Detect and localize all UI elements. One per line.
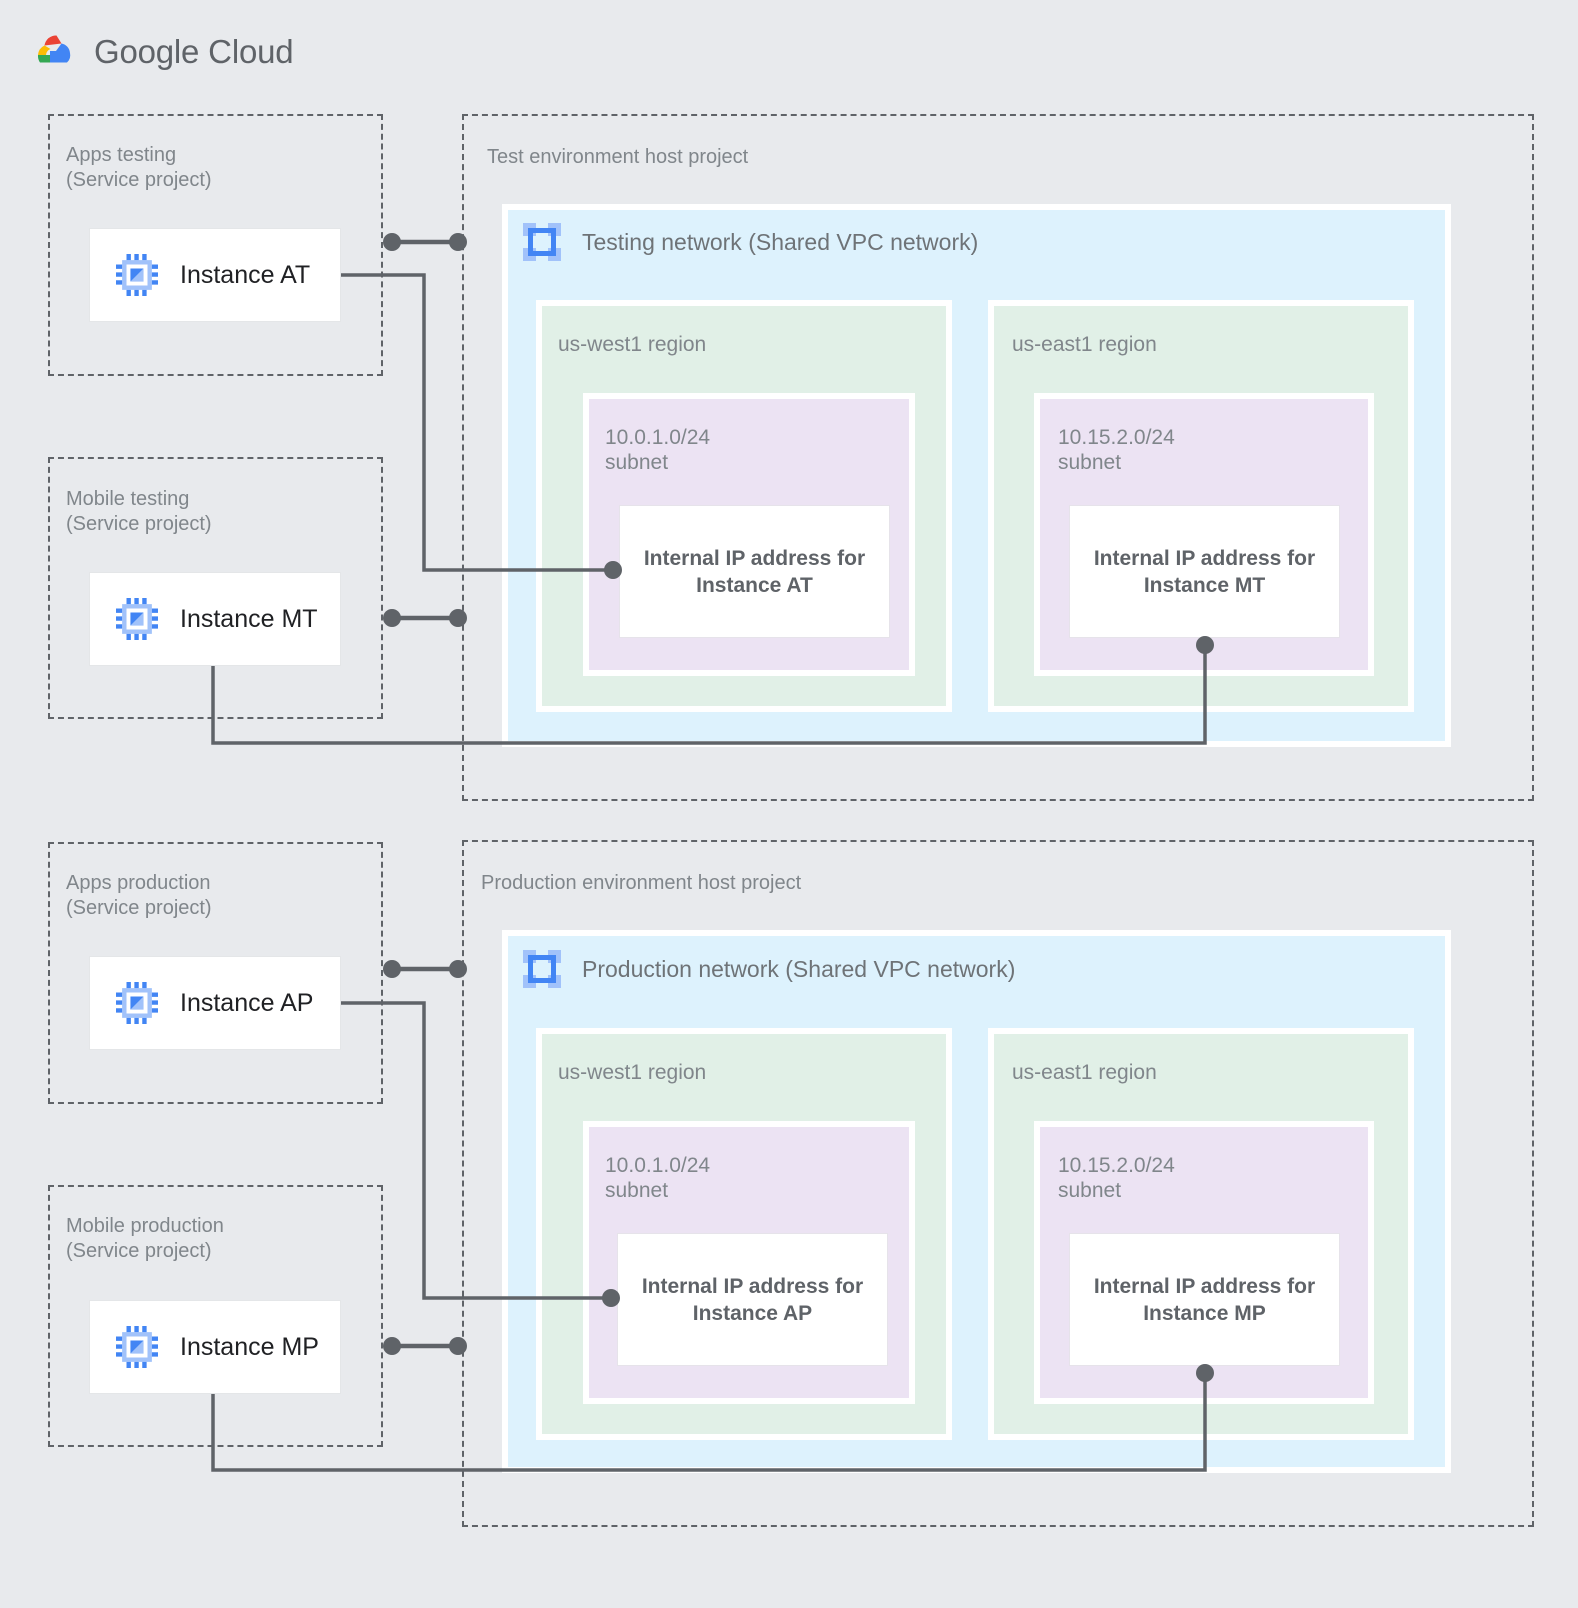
- vm-card-instance-ap[interactable]: Instance AP: [89, 956, 341, 1050]
- host-project-production-environment-label: Production environment host project: [481, 872, 802, 894]
- subnet-10-15-2-0-production-label: 10.15.2.0/24 subnet: [1058, 1154, 1175, 1202]
- compute-instance-icon: [116, 982, 158, 1024]
- vm-card-instance-mt[interactable]: Instance MT: [89, 572, 341, 666]
- vpc-network-icon: [523, 950, 561, 988]
- service-project-apps-testing-label: Apps testing (Service project): [66, 144, 212, 191]
- google-cloud-logo-icon: [37, 35, 71, 63]
- host-project-test-environment-label: Test environment host project: [487, 146, 749, 168]
- subnet-10-0-1-0-test-label: 10.0.1.0/24 subnet: [605, 426, 711, 474]
- compute-instance-icon: [116, 1326, 158, 1368]
- brand-name-cloud: Cloud: [199, 33, 294, 70]
- region-us-east1-production-label: us-east1 region: [1012, 1061, 1157, 1084]
- ip-box-instance-mp-text: Internal IP address for Instance MP: [1093, 1274, 1316, 1325]
- vpc-network-testing-name: Testing network (Shared VPC network): [582, 228, 979, 255]
- vm-label-instance-mp: Instance MP: [180, 1332, 319, 1361]
- vpc-network-testing-title: Testing network (Shared VPC network): [522, 222, 978, 262]
- ip-box-instance-mt-text: Internal IP address for Instance MT: [1093, 546, 1316, 597]
- vpc-network-production-name: Production network (Shared VPC network): [582, 955, 1016, 982]
- google-cloud-brand: Google Cloud: [34, 33, 294, 71]
- ip-box-instance-at: Internal IP address for Instance AT: [619, 505, 890, 638]
- region-us-east1-test-label: us-east1 region: [1012, 333, 1157, 356]
- vm-card-instance-mp[interactable]: Instance MP: [89, 1300, 341, 1394]
- vpc-network-icon: [523, 223, 561, 261]
- ip-box-instance-ap: Internal IP address for Instance AP: [617, 1233, 888, 1366]
- vm-label-instance-mt: Instance MT: [180, 604, 318, 633]
- compute-instance-icon: [116, 598, 158, 640]
- region-us-west1-production-label: us-west1 region: [558, 1061, 707, 1084]
- ip-box-instance-mp: Internal IP address for Instance MP: [1069, 1233, 1340, 1366]
- service-project-mobile-testing-label: Mobile testing (Service project): [66, 488, 212, 535]
- subnet-10-15-2-0-test-label: 10.15.2.0/24 subnet: [1058, 426, 1175, 474]
- link-dot-apps-testing-left: [383, 233, 401, 251]
- link-dot-mobile-testing-left: [383, 609, 401, 627]
- vm-label-instance-at: Instance AT: [180, 260, 311, 289]
- vpc-network-production-title: Production network (Shared VPC network): [522, 949, 1015, 989]
- service-project-mobile-production-label: Mobile production (Service project): [66, 1215, 224, 1262]
- service-project-apps-testing: [48, 114, 383, 376]
- brand-name-google: Google: [94, 33, 200, 70]
- vm-card-instance-at[interactable]: Instance AT: [89, 228, 341, 322]
- service-project-apps-production-label: Apps production (Service project): [66, 872, 212, 919]
- ip-box-instance-at-text: Internal IP address for Instance AT: [643, 546, 866, 597]
- compute-instance-icon: [116, 254, 158, 296]
- brand-wordmark: Google Cloud: [94, 33, 294, 71]
- vm-label-instance-ap: Instance AP: [180, 988, 314, 1017]
- link-dot-apps-production-left: [383, 960, 401, 978]
- subnet-10-0-1-0-production-label: 10.0.1.0/24 subnet: [605, 1154, 711, 1202]
- ip-box-instance-mt: Internal IP address for Instance MT: [1069, 505, 1340, 638]
- link-dot-mobile-production-left: [383, 1337, 401, 1355]
- ip-box-instance-ap-text: Internal IP address for Instance AP: [641, 1274, 864, 1325]
- service-project-apps-production: [48, 842, 383, 1104]
- region-us-west1-test-label: us-west1 region: [558, 333, 707, 356]
